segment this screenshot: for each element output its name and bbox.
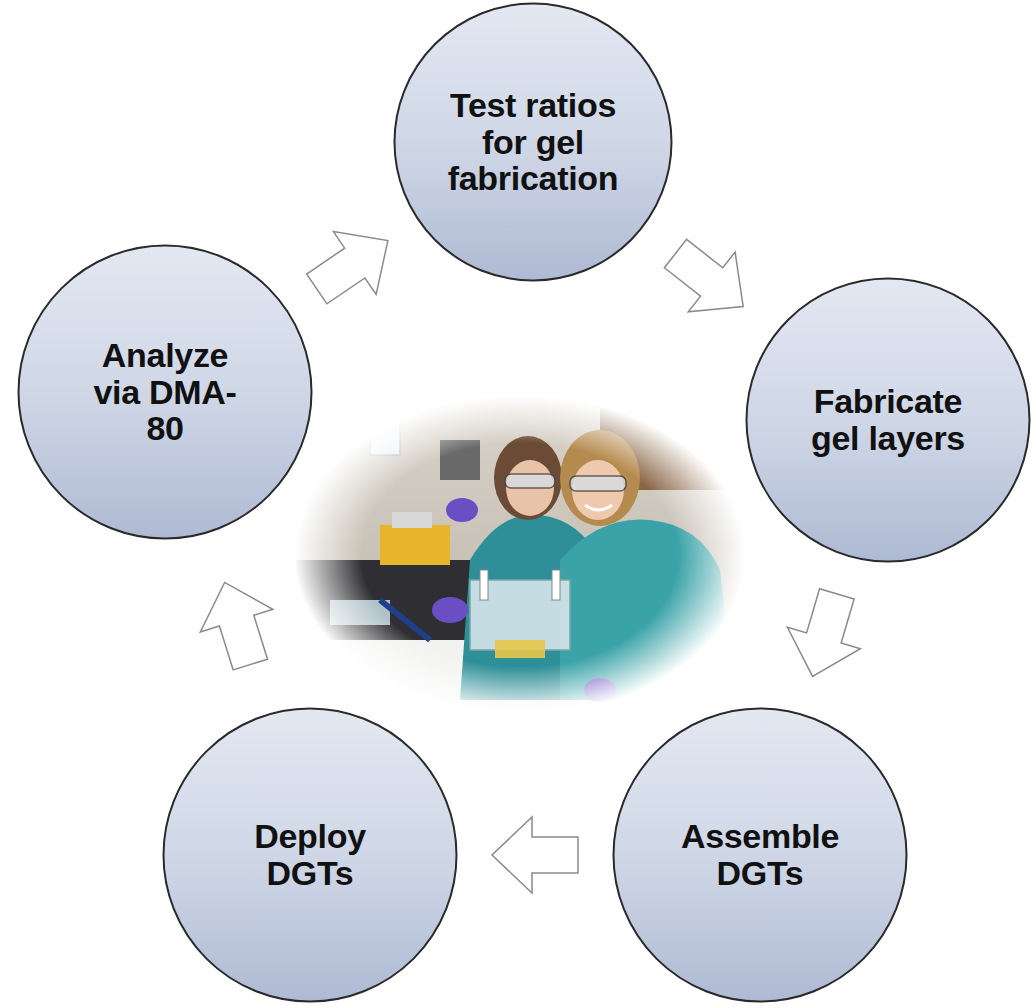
- step-label: Fabricate gel layers: [798, 383, 978, 456]
- step-label: Deploy DGTs: [220, 818, 400, 891]
- block-arrow: [492, 817, 578, 893]
- process-circle: Test ratios for gel fabrication: [393, 2, 673, 282]
- process-circle: Deploy DGTs: [162, 707, 458, 1003]
- text-wrap: Deploy DGTs: [162, 707, 458, 1003]
- process-circle: Fabricate gel layers: [745, 277, 1031, 563]
- photo-scene: [290, 390, 750, 730]
- block-arrow: [200, 582, 273, 669]
- text-wrap: Assemble DGTs: [612, 707, 908, 1003]
- text-wrap: Test ratios for gel fabrication: [393, 2, 673, 282]
- step-label: Assemble DGTs: [670, 818, 850, 891]
- block-arrow: [664, 239, 743, 311]
- process-circle: Analyze via DMA- 80: [17, 244, 313, 540]
- text-wrap: Analyze via DMA- 80: [17, 244, 313, 540]
- block-arrow: [787, 589, 860, 677]
- block-arrow: [307, 232, 388, 304]
- text-wrap: Fabricate gel layers: [745, 277, 1031, 563]
- step-label: Test ratios for gel fabrication: [433, 87, 633, 197]
- step-label: Analyze via DMA- 80: [85, 337, 245, 447]
- process-circle: Assemble DGTs: [612, 707, 908, 1003]
